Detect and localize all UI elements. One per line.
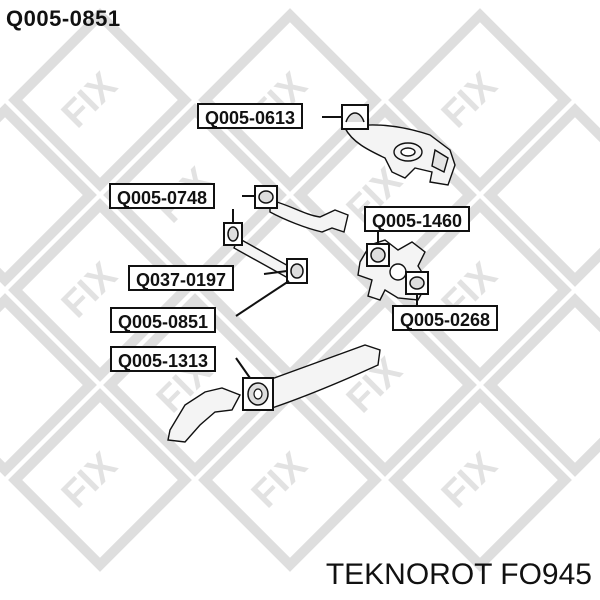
bushing-0748 bbox=[254, 185, 278, 209]
page-title: Q005-0851 bbox=[6, 6, 121, 31]
bushing-1460 bbox=[366, 243, 390, 267]
callout-label: Q005-0613 bbox=[197, 103, 304, 129]
watermark-text: FIX bbox=[434, 444, 506, 516]
lower-control-arm bbox=[253, 344, 381, 409]
bushing-1313 bbox=[242, 377, 274, 411]
watermark-brand: FIX FIX FIX FIX FIX FIX FIX FIX FIX FIX … bbox=[54, 64, 506, 516]
callout-label: Q005-0851 bbox=[110, 307, 217, 333]
leader-0197 bbox=[263, 270, 288, 275]
bushing-0851 bbox=[286, 258, 308, 284]
cross-reference: TEKNOROT FO945 bbox=[325, 558, 592, 591]
watermark-text: FIX bbox=[244, 444, 316, 516]
callout-label: Q005-1460 bbox=[364, 206, 471, 232]
trailing-link bbox=[269, 199, 349, 233]
watermark-pattern: FIX FIX FIX FIX FIX FIX FIX FIX FIX FIX … bbox=[0, 8, 600, 572]
watermark-text: FIX bbox=[54, 444, 126, 516]
bushing-0613 bbox=[341, 104, 369, 130]
bushing-markers bbox=[223, 104, 429, 411]
callout-label: Q005-0268 bbox=[392, 305, 499, 331]
callout-label: Q005-0748 bbox=[109, 183, 216, 209]
leader-lines bbox=[232, 116, 418, 379]
watermark-text: FIX bbox=[434, 64, 506, 136]
watermark-text: FIX bbox=[54, 64, 126, 136]
bushing-0268 bbox=[405, 271, 429, 295]
leader-1313a bbox=[235, 357, 251, 379]
callout-label: Q037-0197 bbox=[128, 265, 235, 291]
callout-label: Q005-1313 bbox=[110, 346, 217, 372]
bushing-0197 bbox=[223, 222, 243, 246]
lower-arm-mount bbox=[167, 387, 241, 443]
leader-0851 bbox=[235, 280, 290, 317]
